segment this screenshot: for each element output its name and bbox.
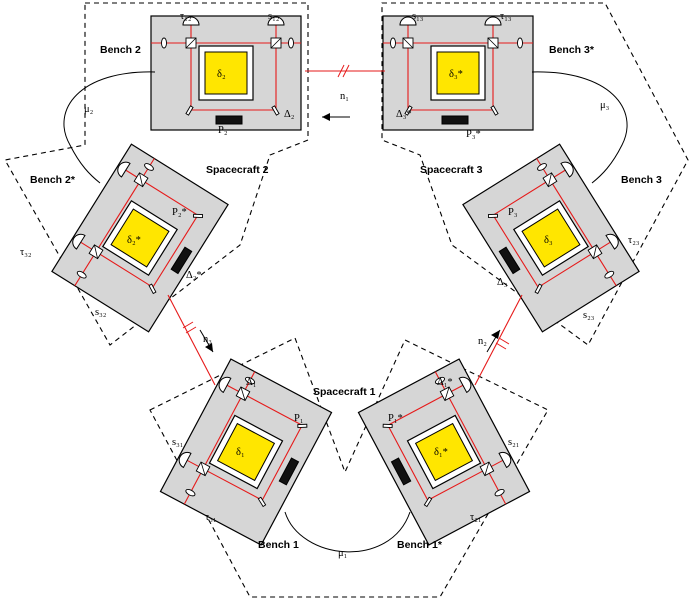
bench-2-label: Bench 2 bbox=[100, 44, 141, 56]
bench-1-star-s-label: s₂₁ bbox=[508, 437, 519, 448]
labels: Bench 2 Bench 3* Bench 2* Bench 3 Bench … bbox=[20, 11, 662, 559]
bench-2-star-laser-label: P₂* bbox=[172, 207, 187, 218]
bench-1-star-label: Bench 1* bbox=[397, 539, 443, 551]
arrow-left-icon bbox=[322, 113, 330, 121]
fiber-mu2 bbox=[63, 71, 156, 184]
bench-1-mass-label: δ₁ bbox=[236, 447, 245, 458]
spacecraft-2-label: Spacecraft 2 bbox=[206, 164, 269, 176]
bench-1-star-mass-label: δ₁* bbox=[434, 447, 448, 458]
spacecraft-2-outline bbox=[4, 2, 309, 346]
fiber-mu1 bbox=[284, 511, 411, 553]
bench-2-star-s-label: s₃₂ bbox=[95, 307, 107, 318]
bench-3-star-tau-label: τ₁₃ bbox=[500, 11, 512, 22]
spacecraft-1-label: Spacecraft 1 bbox=[313, 386, 376, 398]
bench-3-star-delta-label: Δ₃* bbox=[396, 109, 412, 120]
link-n2-label: n₂ bbox=[478, 336, 487, 347]
bench-2-star-mass-label: δ₂* bbox=[127, 235, 141, 246]
bench-2-laser-label: P₂ bbox=[218, 125, 228, 136]
bench-1-tau-label: τ₃₁ bbox=[205, 512, 217, 523]
bench-1-s-label: s₃₁ bbox=[172, 437, 183, 448]
bench-3-s-label: s₂₃ bbox=[583, 310, 595, 321]
bench-3-label: Bench 3 bbox=[621, 174, 662, 186]
link-n3-label: n₃ bbox=[203, 334, 212, 345]
laser-link-n1 bbox=[305, 64, 385, 121]
bench-2-tau-label: τ₁₂ bbox=[180, 11, 192, 22]
bench-2-s-label: s₁₂ bbox=[268, 11, 280, 22]
fiber-mu3-label: μ₃ bbox=[600, 100, 610, 111]
laser-link-n2 bbox=[474, 294, 523, 386]
bench-3-star-s-label: s₁₃ bbox=[412, 11, 424, 22]
bench-1-label: Bench 1 bbox=[258, 539, 299, 551]
fiber-mu3 bbox=[531, 71, 628, 184]
bench-2-star-label: Bench 2* bbox=[30, 174, 76, 186]
bench-1-delta-label: Δ₁ bbox=[246, 377, 256, 388]
bench-2 bbox=[150, 15, 302, 131]
bench-2-star-delta-label: Δ₂* bbox=[186, 270, 202, 281]
bench-1-star-delta-label: Δ₁* bbox=[437, 377, 453, 388]
fiber-mu2-label: μ₂ bbox=[84, 104, 94, 115]
bench-3-star-mass-label: δ₃* bbox=[449, 69, 463, 80]
bench-1-laser-label: P₁ bbox=[294, 413, 304, 424]
bench-1-star-laser-label: P₁* bbox=[388, 413, 403, 424]
laser-link-n3 bbox=[167, 294, 216, 386]
link-n1-label: n₁ bbox=[340, 91, 349, 102]
bench-3-laser-label: P₃ bbox=[508, 207, 518, 218]
spacecraft-1-outline bbox=[149, 337, 549, 598]
fiber-mu1-label: μ₁ bbox=[338, 548, 347, 559]
bench-1-star-tau-label: τ₂₁ bbox=[470, 512, 482, 523]
bench-2-delta-label: Δ₂ bbox=[284, 109, 295, 120]
bench-3-star-laser-label: P₃* bbox=[466, 129, 481, 140]
arrow-down-icon bbox=[205, 343, 213, 352]
bench-2-mass-label: δ₂ bbox=[217, 69, 226, 80]
spacecraft-3-label: Spacecraft 3 bbox=[420, 164, 483, 176]
bench-3-mass-label: δ₃ bbox=[544, 235, 553, 246]
bench-3-delta-label: Δ₃ bbox=[497, 277, 508, 288]
bench-3-star-label: Bench 3* bbox=[549, 44, 595, 56]
arrow-up-icon bbox=[491, 330, 500, 339]
bench-2-star-tau-label: τ₃₂ bbox=[20, 247, 32, 258]
bench-3-tau-label: τ₂₃ bbox=[628, 235, 640, 246]
